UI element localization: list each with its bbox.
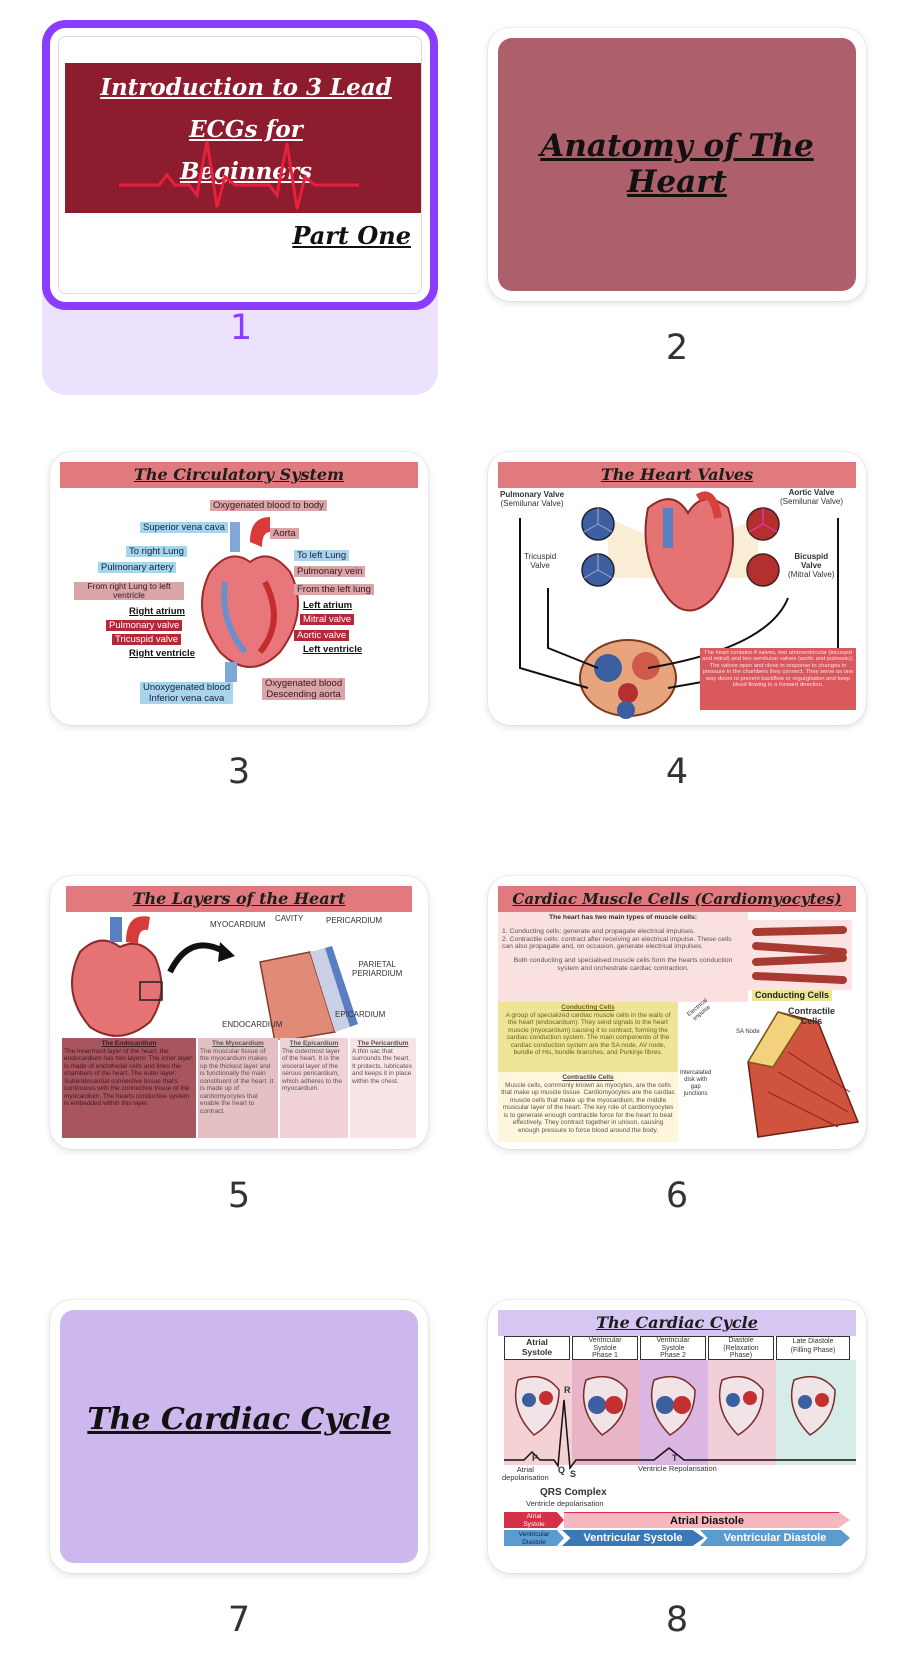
label-pulmonary-artery: Pulmonary artery xyxy=(98,562,177,573)
column-epicardium: The Epicardium The outermost layer of th… xyxy=(280,1038,348,1138)
label-to-left-lung: To left Lung xyxy=(294,550,350,561)
slide-thumbnail-7[interactable]: The Cardiac Cycle xyxy=(50,1300,428,1573)
phase-ventricular-systole-2: Ventricular Systole Phase 2 xyxy=(640,1336,706,1360)
phase-late-diastole: Late Diastole (Filling Phase) xyxy=(776,1336,850,1360)
ecg-p-label: P xyxy=(532,1453,539,1463)
cardiac-cycle-diagram-icon xyxy=(504,1360,856,1470)
slide-number-8: 8 xyxy=(665,1600,689,1640)
slide-thumbnail-2[interactable]: Anatomy of The Heart xyxy=(488,28,866,301)
phase-ventricular-systole-1: Ventricular Systole Phase 1 xyxy=(572,1336,638,1360)
conducting-cells-panel: Conducting Cells A group of specialized … xyxy=(498,1002,678,1072)
title-band xyxy=(65,63,421,213)
label-aortic-valve: Aortic valve xyxy=(294,630,350,641)
slide-2-title: Anatomy of The Heart xyxy=(540,128,814,200)
label-pericardium: PERICARDIUM xyxy=(326,916,383,925)
label-sa-node: SA Node xyxy=(736,1029,760,1035)
phase-header-row: Atrial Systole Ventricular Systole Phase… xyxy=(498,1336,856,1360)
label-from-right-lung: From right Lung to left ventricle xyxy=(74,582,184,600)
label-endocardium: ENDOCARDIUM xyxy=(222,1020,283,1029)
slide-thumbnail-3[interactable]: The Circulatory System Oxygenated blood … xyxy=(50,452,428,725)
slide-1-subtitle: Part One xyxy=(292,221,411,250)
slide-number-3: 3 xyxy=(227,752,251,792)
label-epicardium: EPICARDIUM xyxy=(335,1010,386,1019)
label-aortic-valve: Aortic Valve(Semilunar Valve) xyxy=(780,488,843,506)
column-endocardium: The Endocardium The innermost layer of t… xyxy=(62,1038,196,1138)
label-from-left-lung: From the left lung xyxy=(294,584,374,595)
bar-ventricular-diastole-1: Ventricular Diastole xyxy=(504,1530,564,1546)
slide-6-title: Cardiac Muscle Cells (Cardiomyocytes) xyxy=(498,886,856,912)
ventricle-depolarisation-label: Ventricle depolarisation xyxy=(526,1499,604,1508)
ecg-waveform-icon xyxy=(119,140,359,210)
slide-2-background xyxy=(498,38,856,291)
column-myocardium: The Myocardium The muscular tissue of th… xyxy=(198,1038,278,1138)
slide-5-title: The Layers of the Heart xyxy=(66,886,412,912)
label-to-right-lung: To right Lung xyxy=(126,546,187,557)
label-oxygenated-blood-to-body: Oxygenated blood to body xyxy=(210,500,327,511)
slide-thumbnail-4[interactable]: The Heart Valves Pulmonary Valve xyxy=(488,452,866,725)
heart-diagram-icon xyxy=(201,517,299,682)
slide-8-title: The Cardiac Cycle xyxy=(498,1310,856,1336)
label-pulmonary-valve: Pulmonary valve xyxy=(106,620,183,631)
label-mitral-valve: Mitral valve xyxy=(300,614,355,625)
heart-valves-diagram-icon xyxy=(519,491,839,719)
slide-number-1: 1 xyxy=(229,308,253,348)
slide-number-5: 5 xyxy=(227,1176,251,1216)
slide-number-7: 7 xyxy=(227,1600,251,1640)
ecg-q-label: Q xyxy=(558,1465,566,1475)
heart-layers-diagram-icon xyxy=(71,916,358,1040)
label-aorta: Aorta xyxy=(270,528,299,539)
label-pulmonary-valve: Pulmonary Valve(Semilunar Valve) xyxy=(500,490,565,508)
slide-thumbnail-6[interactable]: Cardiac Muscle Cells (Cardiomyocytes) Th… xyxy=(488,876,866,1149)
label-right-atrium: Right atrium xyxy=(129,606,185,617)
label-tricuspid-valve: Tricuspid valve xyxy=(112,634,182,645)
column-pericardium: The Pericardium A thin sac that surround… xyxy=(350,1038,416,1138)
muscle-cells-diagram-icon xyxy=(746,920,860,1138)
label-left-atrium: Left atrium xyxy=(303,600,353,611)
slide-thumbnail-8[interactable]: The Cardiac Cycle Atrial Systole Ventric… xyxy=(488,1300,866,1573)
contractile-cells-panel: Contractile Cells Muscle cells, commonly… xyxy=(498,1072,678,1142)
label-conducting-cells: Conducting Cells xyxy=(752,990,832,1001)
ecg-s-label: S xyxy=(570,1469,577,1479)
label-myocardium: MYOCARDIUM xyxy=(210,920,266,929)
intro-panel: The heart has two main types of muscle c… xyxy=(498,912,748,1002)
slide-number-4: 4 xyxy=(665,752,689,792)
slide-thumbnail-5[interactable]: The Layers of the Heart MYOCARDIUM CAVIT… xyxy=(50,876,428,1149)
bar-ventricular-diastole-2: Ventricular Diastole xyxy=(700,1530,850,1546)
label-right-ventricle: Right ventricle xyxy=(129,648,195,659)
slide-7-background xyxy=(60,1310,418,1563)
label-left-ventricle: Left ventricle xyxy=(303,644,363,655)
phase-diastole: Diastole (Relaxation Phase) xyxy=(708,1336,774,1360)
bar-ventricular-systole: Ventricular Systole xyxy=(562,1530,704,1546)
ecg-t-label: T xyxy=(672,1453,678,1463)
slide-number-2: 2 xyxy=(665,328,689,368)
slide-4-title: The Heart Valves xyxy=(498,462,856,488)
slide-3-title: The Circulatory System xyxy=(60,462,418,488)
phase-atrial-systole: Atrial Systole xyxy=(504,1336,570,1360)
bar-atrial-systole: Atrial Systole xyxy=(504,1512,564,1528)
ecg-r-label: R xyxy=(564,1385,571,1395)
label-cavity: CAVITY xyxy=(275,914,304,923)
bar-atrial-diastole: Atrial Diastole xyxy=(564,1512,850,1528)
slide-7-title: The Cardiac Cycle xyxy=(87,1402,391,1437)
slide-thumbnail-1[interactable]: Introduction to 3 Lead ECGs for Beginner… xyxy=(42,20,438,310)
label-pulmonary-vein: Pulmonary vein xyxy=(294,566,366,577)
label-superior-vena-cava: Superior vena cava xyxy=(140,522,228,533)
slide-number-6: 6 xyxy=(665,1176,689,1216)
qrs-complex-label: QRS Complex xyxy=(540,1487,607,1498)
ventricle-repolarisation-label: Ventricle Repolarisation xyxy=(638,1464,717,1473)
valves-note: The heart contains 4 valves, two atriove… xyxy=(700,648,856,710)
